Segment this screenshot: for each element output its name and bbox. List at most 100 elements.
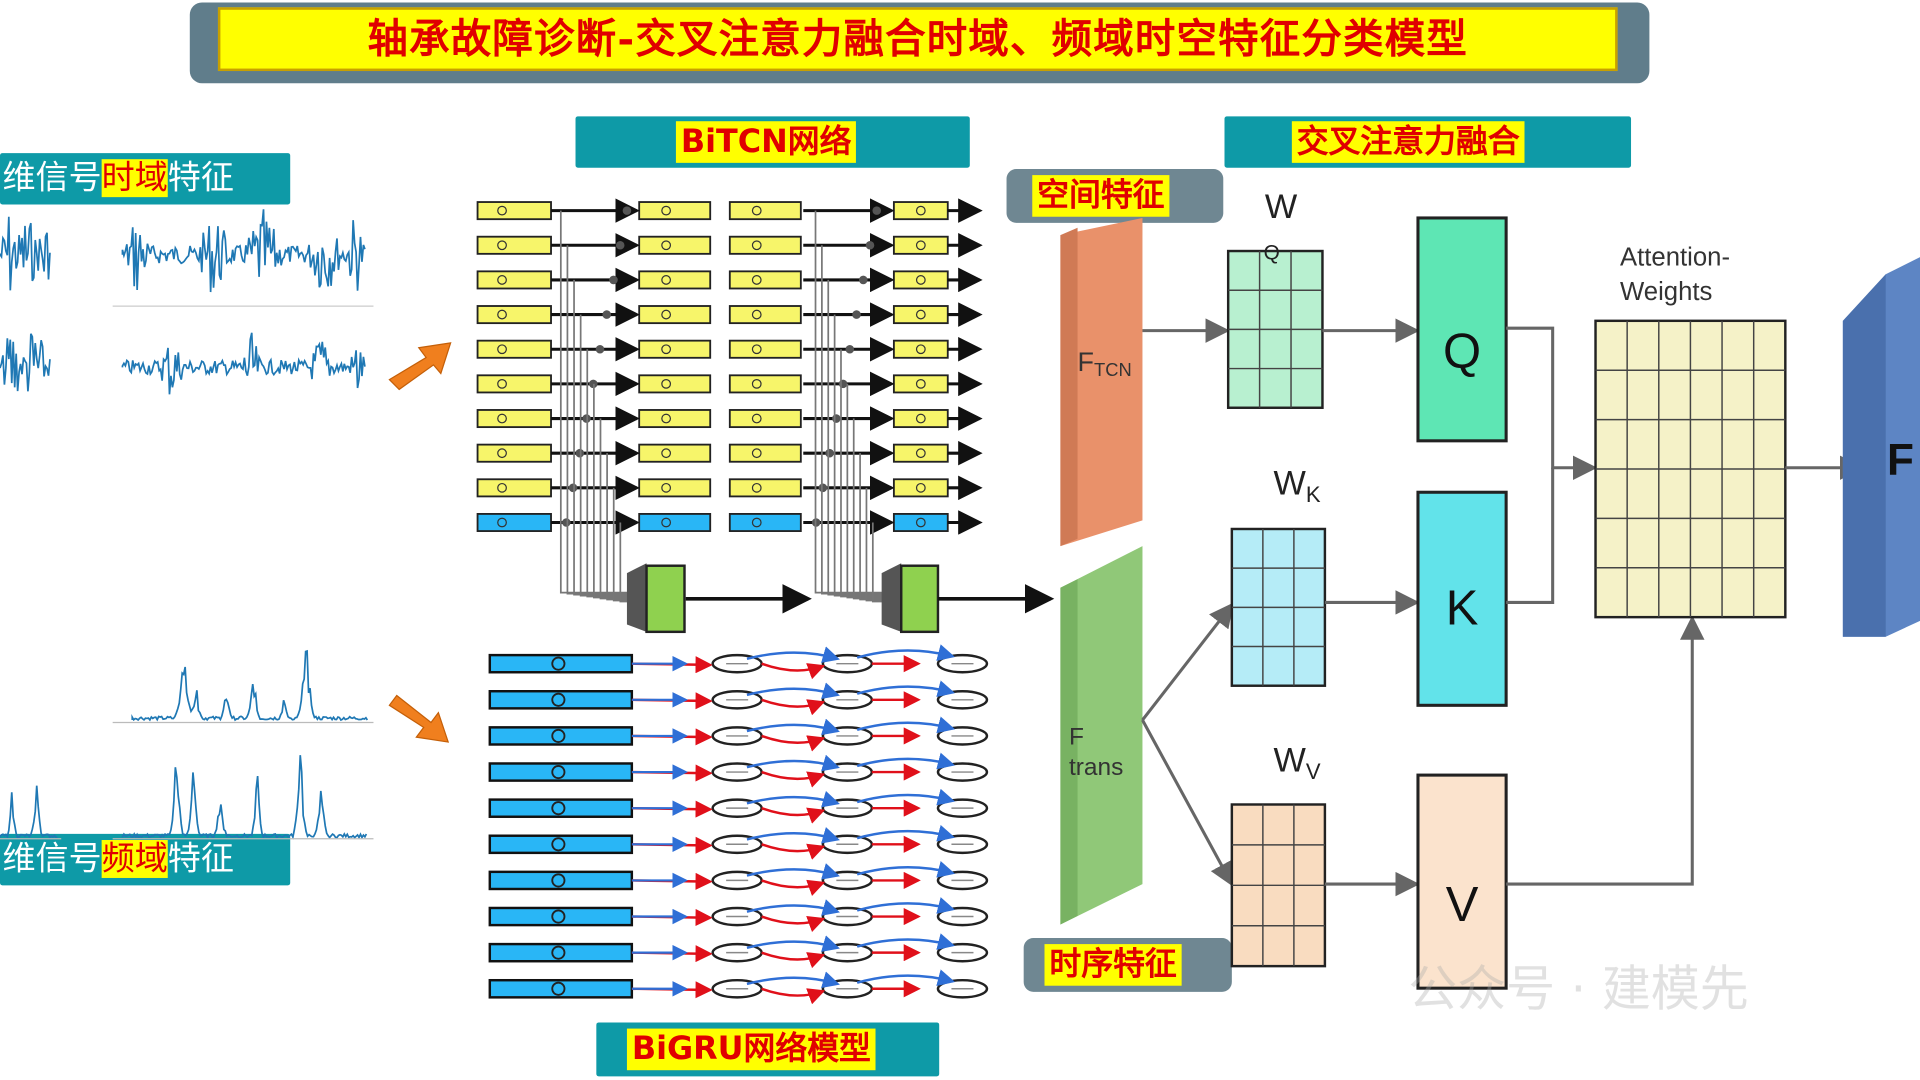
time-signal-2	[121, 209, 366, 293]
tcn-cell	[476, 374, 552, 394]
attention-weights-grid	[1594, 319, 1787, 619]
tcn-cell	[728, 235, 802, 255]
tcn-green-block	[900, 564, 940, 634]
bigru-network	[488, 644, 989, 1005]
bigru-header-label: BiGRU网络模型	[626, 1028, 876, 1071]
tcn-cell-node	[751, 448, 762, 459]
k-label: K	[1446, 581, 1479, 635]
tcn-cell	[638, 374, 712, 394]
tcn-cell	[728, 478, 802, 498]
gru-backward-arrow	[746, 790, 840, 808]
tcn-cell-node	[915, 378, 926, 389]
gru-forward-arrow	[761, 879, 826, 896]
tcn-node	[568, 483, 578, 493]
gru-cell-node	[551, 945, 566, 960]
tcn-cell	[638, 478, 712, 498]
tcn-cell	[728, 305, 802, 325]
tcn-cell-node	[661, 240, 672, 251]
wv-matrix	[1230, 803, 1327, 968]
gru-backward-arrow	[856, 824, 956, 842]
tcn-cell-node	[497, 378, 507, 389]
tcn-cell-node	[751, 378, 762, 389]
tcn-cell	[638, 409, 712, 429]
tcn-node	[818, 483, 828, 493]
gru-backward-arrow	[856, 644, 956, 661]
tcn-node	[865, 240, 875, 250]
tcn-cell	[728, 339, 802, 359]
gru-forward-arrow	[761, 698, 826, 716]
tcn-skip-line	[559, 210, 647, 594]
gru-forward-arrow	[761, 662, 826, 680]
q-to-attention-arrow	[1506, 326, 1598, 481]
wq-label-main: W	[1265, 188, 1298, 226]
gru-forward-arrow	[761, 843, 826, 860]
tcn-skip-line	[840, 349, 902, 598]
tcn-skip-line	[586, 349, 647, 598]
tcn-cell-node	[751, 309, 762, 320]
tcn-cell	[476, 513, 552, 532]
tcn-cell-node	[751, 482, 762, 493]
tcn-cell	[638, 201, 712, 221]
time-domain-suffix: 特征	[167, 159, 234, 198]
tcn-cell	[638, 339, 712, 359]
gru-backward-arrow	[856, 969, 956, 986]
tcn-cell-node	[661, 309, 672, 320]
tcn-cell-node	[497, 482, 507, 493]
tcn-cell	[892, 443, 949, 463]
freq-spectrum-2	[121, 755, 368, 840]
time-domain-highlight: 时域	[101, 159, 168, 198]
gru-forward-arrow	[761, 734, 826, 752]
tcn-cell	[476, 235, 552, 255]
tcn-cell-node	[661, 378, 672, 389]
tcn-node	[838, 379, 848, 389]
wq-label-sub: Q	[1264, 242, 1280, 265]
tcn-cell-node	[915, 482, 926, 493]
gru-backward-arrow	[746, 971, 840, 988]
attention-label-line1: Attention-	[1620, 244, 1730, 272]
f-trans-label-main: F	[1069, 723, 1084, 750]
tcn-cell	[892, 270, 949, 290]
f-tcn-block	[1060, 217, 1143, 547]
time-signal-3	[0, 333, 51, 392]
gru-cell-node	[551, 981, 566, 996]
tcn-cell	[892, 374, 949, 394]
tcn-cell-node	[661, 517, 672, 528]
tcn-cell	[892, 513, 949, 532]
tcn-funnel	[626, 563, 647, 632]
gru-forward-arrow	[761, 951, 826, 969]
tcn-cell	[892, 201, 949, 221]
gru-backward-arrow	[746, 899, 840, 916]
ftrans-to-wk-arrow	[1141, 602, 1234, 721]
wq-matrix	[1226, 249, 1324, 409]
tcn-cell-node	[915, 517, 926, 528]
gru-backward-arrow	[856, 897, 956, 914]
tcn-node	[832, 414, 841, 423]
tcn-skip-line	[821, 245, 902, 595]
gru-backward-arrow	[856, 861, 956, 878]
tcn-cell	[892, 339, 949, 359]
gru-forward-arrow	[761, 807, 826, 824]
time-domain-prefix: 维信号	[2, 159, 102, 198]
tcn-cell-node	[497, 205, 507, 216]
wv-label: WV	[1273, 741, 1320, 783]
tcn-cell-node	[915, 344, 926, 355]
tcn-node	[609, 275, 618, 285]
tcn-node	[852, 310, 861, 319]
q-label: Q	[1443, 324, 1481, 378]
time-domain-label: 维信号时域特征	[0, 154, 234, 203]
gru-backward-arrow	[746, 827, 840, 844]
tcn-skip-line	[827, 279, 902, 596]
freq-domain-plots	[0, 649, 374, 840]
tcn-skip-line	[833, 314, 902, 597]
tcn-node	[622, 206, 632, 215]
tcn-cell	[476, 443, 552, 463]
watermark: 公众号 · 建模先	[1408, 961, 1749, 1018]
tcn-cell	[728, 443, 802, 463]
tcn-cell	[476, 270, 552, 290]
tcn-node	[872, 206, 882, 215]
tcn-cell	[892, 235, 949, 255]
v-label: V	[1446, 878, 1479, 932]
tcn-cell-node	[497, 413, 507, 424]
tcn-node	[615, 240, 625, 250]
